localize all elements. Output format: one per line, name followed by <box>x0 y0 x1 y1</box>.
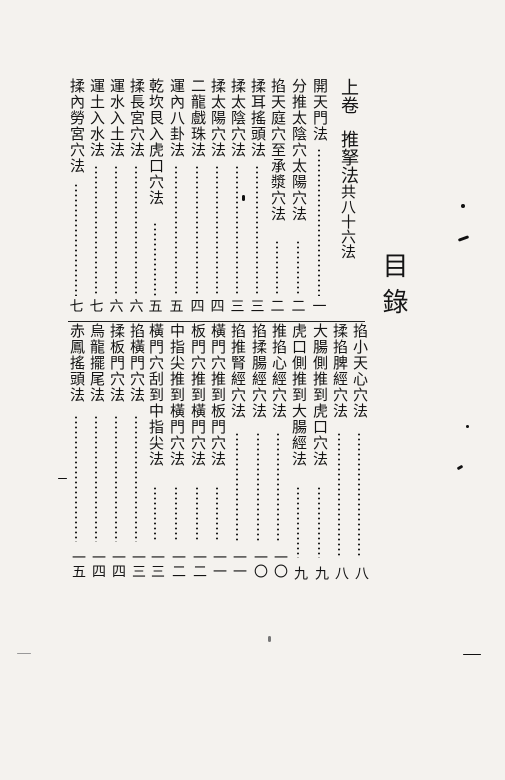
toc-entry-label: 揉太陰穴法 <box>229 78 247 158</box>
toc-entry-label: 乾坎艮入虎口穴法 <box>147 78 165 206</box>
dot-leader <box>154 486 156 542</box>
toc-entry-label: 揉掐脾經穴法 <box>331 323 349 419</box>
dot-leader <box>276 240 278 296</box>
toc-entry-label: 二龍戲珠法 <box>189 78 207 158</box>
scan-speck <box>456 464 464 471</box>
scan-speck <box>457 235 470 242</box>
dot-leader <box>318 486 320 558</box>
dot-leader <box>297 486 299 558</box>
toc-entry-label: 分推太陰穴太陽穴法 <box>290 78 308 222</box>
toc-entry-page: 二 <box>291 299 306 315</box>
toc-entry-label: 烏龍擺尾法 <box>88 323 106 403</box>
dot-leader <box>196 165 198 296</box>
toc-entry-page: 八 <box>333 566 349 580</box>
dot-leader <box>256 165 258 296</box>
toc-entry-page: 六 <box>109 299 124 315</box>
toc-entry-page: 一二 <box>191 550 207 578</box>
toc-entry-label: 赤鳳搖頭法 <box>68 323 86 403</box>
dot-leader <box>277 432 279 542</box>
toc-entry-label: 掐揉腸經穴法 <box>250 323 268 419</box>
toc-entry-page: 一四 <box>110 550 126 578</box>
section-count: 共八十六法 <box>339 184 357 259</box>
toc-entry-label: 揉內勞宮穴法 <box>68 78 86 174</box>
section-header: 上卷推拏法共八十六法 <box>337 78 359 259</box>
dot-leader <box>135 415 137 542</box>
section-subtitle: 推拏法 <box>338 130 359 184</box>
scan-speck <box>58 478 67 479</box>
toc-entry-page: 六 <box>129 299 144 315</box>
dot-leader <box>318 148 320 296</box>
toc-entry-label: 虎口側推到大腸經法 <box>290 323 308 467</box>
dot-leader <box>95 165 97 296</box>
scan-speck <box>466 425 469 428</box>
toc-entry-page: 四 <box>190 299 205 315</box>
dot-leader <box>196 486 198 542</box>
toc-entry-page: 一 <box>312 299 327 315</box>
toc-entry-page: 七 <box>89 299 104 315</box>
toc-entry-page: 一二 <box>170 550 186 578</box>
scan-speck <box>268 636 271 642</box>
toc-entry-page: 三 <box>230 299 245 315</box>
dot-leader <box>175 165 177 296</box>
toc-entry-page: 三 <box>250 299 265 315</box>
toc-entry-label: 掐橫門穴法 <box>128 323 146 403</box>
scan-speck <box>17 653 31 654</box>
toc-entry-label: 板門穴推到橫門穴法 <box>189 323 207 467</box>
toc-entry-label: 掐天庭穴至承漿穴法 <box>269 78 287 222</box>
toc-entry-label: 運內八卦法 <box>168 78 186 158</box>
toc-entry-page: 一五 <box>70 550 86 578</box>
dot-leader <box>115 415 117 542</box>
toc-entry-page: 八 <box>353 566 369 580</box>
toc-entry-page: 五 <box>169 299 184 315</box>
toc-entry-label: 揉耳搖頭法 <box>249 78 267 158</box>
toc-entry-label: 揉板門穴法 <box>108 323 126 403</box>
toc-entry-page: 一四 <box>90 550 106 578</box>
dot-leader <box>75 415 77 542</box>
toc-entry-label: 大腸側推到虎口穴法 <box>311 323 329 467</box>
toc-entry-page: 九 <box>292 566 308 580</box>
toc-entry-label: 運土入水法 <box>88 78 106 158</box>
toc-entry-label: 中指尖推到橫門穴法 <box>168 323 186 467</box>
scan-speck <box>463 654 481 655</box>
toc-entry-page: 一〇 <box>252 550 268 578</box>
dot-leader <box>75 183 77 296</box>
toc-entry-page: 五 <box>148 299 163 315</box>
dot-leader <box>135 165 137 296</box>
toc-entry-label: 推掐心經穴法 <box>270 323 288 419</box>
toc-entry-page: 四 <box>210 299 225 315</box>
dot-leader <box>175 486 177 542</box>
dot-leader <box>297 240 299 296</box>
dot-leader <box>338 432 340 558</box>
scan-speck <box>461 204 465 208</box>
dot-leader <box>95 415 97 542</box>
toc-entry-page: 七 <box>69 299 84 315</box>
dot-leader <box>216 486 218 542</box>
toc-entry-label: 揉長宮穴法 <box>128 78 146 158</box>
toc-entry-label: 運水入土法 <box>108 78 126 158</box>
dot-leader <box>115 165 117 296</box>
toc-entry-label: 揉太陽穴法 <box>209 78 227 158</box>
section-name: 上卷 <box>338 78 359 114</box>
toc-entry-label: 橫門穴推到板門穴法 <box>209 323 227 467</box>
dot-leader <box>236 165 238 296</box>
toc-entry-page: 一三 <box>130 550 146 578</box>
toc-entry-label: 橫門穴刮到中指尖法 <box>147 323 165 467</box>
toc-entry-page: 一一 <box>211 550 227 578</box>
toc-title: 目錄 <box>378 252 408 324</box>
scan-speck <box>242 195 245 201</box>
dot-leader <box>236 432 238 542</box>
toc-entry-page: 一一 <box>231 550 247 578</box>
divider-rule <box>68 321 365 322</box>
dot-leader <box>358 432 360 558</box>
toc-entry-page: 一三 <box>149 550 165 578</box>
dot-leader <box>154 222 156 296</box>
dot-leader <box>257 432 259 542</box>
toc-entry-page: 九 <box>313 566 329 580</box>
toc-entry-page: 二 <box>270 299 285 315</box>
toc-entry-page: 一〇 <box>272 550 288 578</box>
toc-entry-label: 開天門法 <box>311 78 329 142</box>
toc-entry-label: 掐小天心穴法 <box>351 323 369 419</box>
dot-leader <box>216 165 218 296</box>
toc-entry-label: 掐推腎經穴法 <box>229 323 247 419</box>
